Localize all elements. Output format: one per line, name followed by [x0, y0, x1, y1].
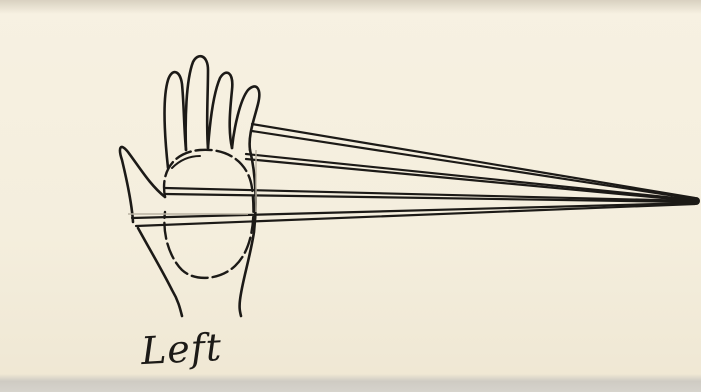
projection-lines — [132, 124, 695, 226]
vanishing-point — [692, 197, 700, 205]
caption-left: Left — [140, 328, 223, 370]
paper-bottom-edge — [0, 374, 701, 392]
left-hand-outline — [120, 56, 259, 316]
